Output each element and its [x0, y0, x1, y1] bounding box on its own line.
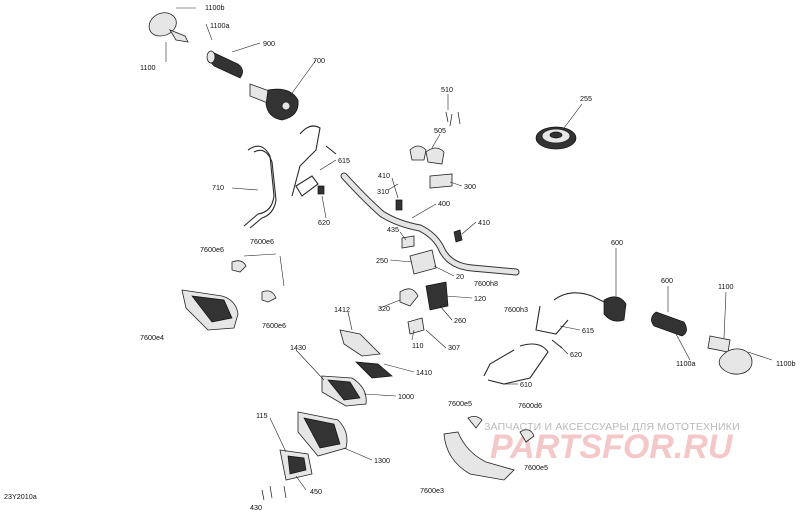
callout-7600e4: 7600e4: [140, 333, 164, 342]
riser-block-icon: [399, 235, 449, 335]
callout-1430: 1430: [290, 343, 306, 352]
throttle-housing-icon: [249, 83, 299, 121]
callout-labels: 1100b 1100a 900 1100 700 255 510 505 615…: [140, 3, 795, 512]
callout-1410: 1410: [416, 368, 432, 377]
callout-610: 610: [520, 380, 532, 389]
handguard-left-icon: [181, 289, 239, 331]
callout-120: 120: [474, 294, 486, 303]
callout-435: 435: [387, 225, 399, 234]
callout-620-left: 620: [318, 218, 330, 227]
callout-1100-top: 1100: [140, 63, 155, 72]
callout-600-right: 600: [661, 276, 673, 285]
mount-bracket-icon: [261, 449, 313, 501]
callout-505: 505: [434, 126, 446, 135]
callout-1100-right: 1100: [718, 282, 733, 291]
callout-510: 510: [441, 85, 453, 94]
callout-307: 307: [448, 343, 460, 352]
center-guard-icon: [321, 329, 393, 407]
grip-right-icon: [603, 296, 687, 337]
handlebar-icon: [340, 172, 520, 276]
callout-410-top: 410: [378, 171, 390, 180]
watermark: PARTSFOR.RU ЗАПЧАСТИ И АКСЕССУАРЫ ДЛЯ МО…: [484, 421, 740, 466]
callout-7600e5-b: 7600e5: [524, 463, 548, 472]
watermark-tagline: ЗАПЧАСТИ И АКСЕССУАРЫ ДЛЯ МОТОТЕХНИКИ: [484, 421, 740, 433]
callout-430: 430: [250, 503, 262, 512]
callout-300: 300: [464, 182, 476, 191]
mirror-left-icon: [148, 7, 196, 43]
callout-20: 20: [456, 272, 464, 281]
handguard-bottom-icon: [297, 411, 348, 457]
mirror-right-icon: [707, 335, 773, 375]
callout-7600h8: 7600h8: [474, 279, 498, 288]
callout-1100a-right: 1100a: [676, 359, 695, 368]
callout-7600h3: 7600h3: [504, 305, 528, 314]
callout-250: 250: [376, 256, 388, 265]
callout-1100a-top: 1100a: [210, 21, 229, 30]
callout-7600e6-b: 7600e6: [250, 237, 274, 246]
callout-1412: 1412: [334, 305, 350, 314]
clamp-ring-icon: [535, 126, 577, 150]
wiring-left-icon: [243, 125, 337, 229]
callout-7600d6: 7600d6: [518, 401, 542, 410]
callout-615-right: 615: [582, 326, 594, 335]
callout-310: 310: [377, 187, 389, 196]
handguard-right-icon: [443, 416, 535, 481]
callout-7600e5-a: 7600e5: [448, 399, 472, 408]
wiring-right-icon: [483, 292, 605, 385]
clamp-set-icon: [395, 111, 463, 243]
part-drawings: [148, 7, 773, 501]
grip-left-icon: [206, 50, 243, 79]
leader-lines: [165, 23, 727, 491]
bracket-small-icon: [231, 260, 277, 303]
callout-1100b-right: 1100b: [776, 359, 795, 368]
callout-600-top: 600: [611, 238, 623, 247]
callout-700: 700: [313, 56, 325, 65]
callout-320: 320: [378, 304, 390, 313]
callout-7600e3: 7600e3: [420, 486, 444, 495]
callout-410-mid: 410: [478, 218, 490, 227]
callout-7600e6-a: 7600e6: [200, 245, 224, 254]
callout-900: 900: [263, 39, 275, 48]
callout-260: 260: [454, 316, 466, 325]
callout-115: 115: [256, 411, 267, 420]
callout-450: 450: [310, 487, 322, 496]
callout-110: 110: [412, 341, 423, 350]
callout-400: 400: [438, 199, 450, 208]
callout-620-right: 620: [570, 350, 582, 359]
callout-1100b-top: 1100b: [205, 3, 224, 12]
callout-1300: 1300: [374, 456, 390, 465]
callout-1000: 1000: [398, 392, 414, 401]
drawing-id: 23Y2010a: [4, 492, 37, 501]
callout-615-left: 615: [338, 156, 350, 165]
callout-710: 710: [212, 183, 224, 192]
callout-7600e6-c: 7600e6: [262, 321, 286, 330]
callout-255: 255: [580, 94, 592, 103]
